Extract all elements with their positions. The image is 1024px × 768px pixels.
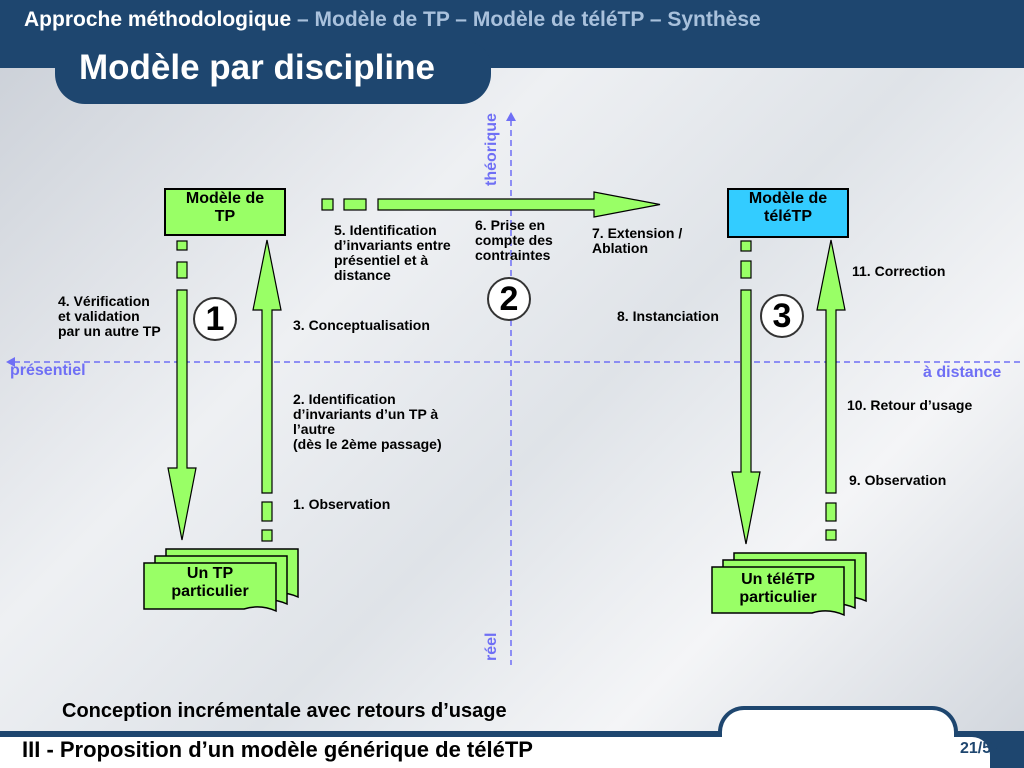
breadcrumb-current: Approche méthodologique bbox=[24, 8, 292, 31]
step-10-label: 10. Retour d’usage bbox=[847, 397, 973, 413]
box-modele-tp: Modèle de TP bbox=[164, 188, 286, 236]
card-stack-tp bbox=[143, 548, 299, 613]
axis-arrow-left bbox=[6, 357, 15, 367]
axis-arrow-top bbox=[506, 112, 516, 121]
step-2-label: 2. Identification d’invariants d’un TP à… bbox=[293, 391, 442, 452]
axis-label-right: à distance bbox=[923, 364, 1002, 381]
phase-badge-3: 3 bbox=[760, 294, 804, 338]
arrow-right-top bbox=[321, 191, 661, 218]
phase-badge-2: 2 bbox=[487, 277, 531, 321]
axis-label-bottom: réel bbox=[483, 632, 500, 661]
axis-label-top: théorique bbox=[483, 113, 500, 186]
step-8-label: 8. Instanciation bbox=[617, 308, 719, 324]
step-3-label: 3. Conceptualisation bbox=[293, 317, 430, 333]
box-modele-teletp: Modèle de téléTP bbox=[727, 188, 849, 238]
phase-badge-1: 1 bbox=[193, 297, 237, 341]
card-label-tp: Un TP particulier bbox=[171, 565, 249, 600]
card-label-teletp: Un téléTP particulier bbox=[739, 571, 817, 606]
step-11-label: 11. Correction bbox=[852, 263, 946, 279]
breadcrumb: Approche méthodologique – Modèle de TP –… bbox=[24, 8, 761, 32]
footer-section-title: III - Proposition d’un modèle générique … bbox=[22, 737, 533, 762]
step-6-label: 6. Prise en compte des contraintes bbox=[475, 217, 553, 263]
arrow-up-right bbox=[816, 239, 846, 541]
step-4-label: 4. Vérification et validation par un aut… bbox=[58, 293, 161, 339]
arrow-down-right bbox=[731, 240, 761, 545]
page-title: Modèle par discipline bbox=[79, 48, 435, 87]
step-1-label: 1. Observation bbox=[293, 496, 391, 512]
card-stack-teletp bbox=[711, 552, 867, 617]
step-9-label: 9. Observation bbox=[849, 472, 947, 488]
page-number: 21/57 bbox=[960, 740, 1001, 757]
footer-panel bbox=[0, 737, 990, 768]
step-7-label: 7. Extension / Ablation bbox=[592, 225, 683, 256]
axis-label-left: présentiel bbox=[10, 362, 86, 379]
arrow-down-left bbox=[167, 240, 197, 541]
caption: Conception incrémentale avec retours d’u… bbox=[62, 700, 507, 722]
step-5-label: 5. Identification d’invariants entre pré… bbox=[334, 222, 451, 283]
axis-lines bbox=[6, 112, 1022, 665]
breadcrumb-rest: – Modèle de TP – Modèle de téléTP – Synt… bbox=[291, 8, 761, 31]
title-tab bbox=[55, 42, 491, 104]
arrow-up-left bbox=[252, 239, 282, 542]
